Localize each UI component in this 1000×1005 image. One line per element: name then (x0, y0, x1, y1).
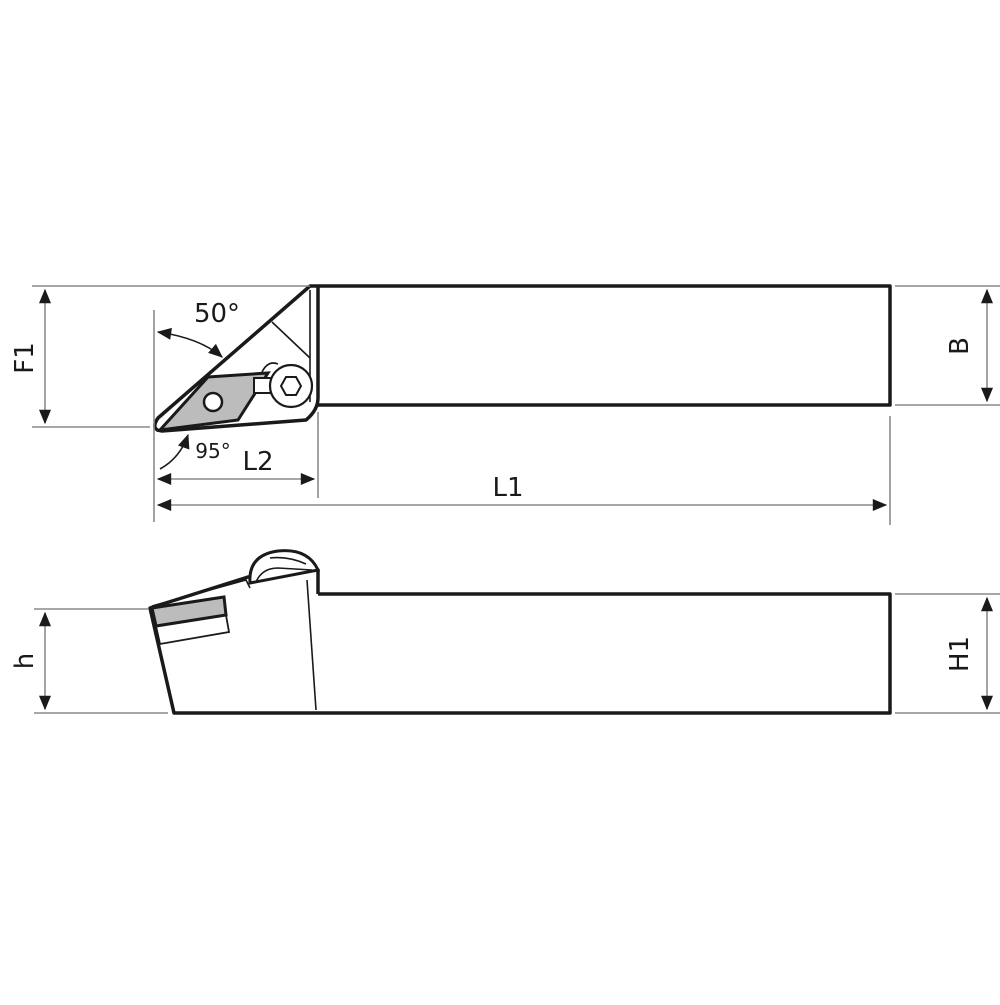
label-h: h (10, 653, 40, 669)
dimension-b: B (895, 285, 1000, 406)
dimension-f1: F1 (10, 285, 310, 428)
shank-side-outline (148, 568, 892, 715)
dimension-h1: H1 (895, 593, 1000, 714)
shank-top-outline (318, 284, 892, 407)
side-view: h H1 (10, 549, 1000, 715)
label-l2: L2 (242, 447, 273, 477)
label-50-degrees: 50° (194, 299, 240, 329)
insert-hole (202, 391, 224, 413)
angle-50: 50° (153, 299, 240, 522)
angle-95: 95° (159, 433, 231, 470)
label-f1: F1 (10, 342, 40, 374)
label-b: B (945, 337, 975, 355)
dimension-h: h (10, 608, 168, 714)
hex-socket-icon (279, 376, 303, 396)
clamp-dome (248, 549, 321, 585)
label-95-degrees: 95° (195, 439, 230, 463)
label-h1: H1 (945, 636, 975, 672)
label-l1: L1 (492, 473, 523, 503)
dimension-l2: L2 (156, 412, 319, 498)
top-view: F1 B 50° 95° L2 L1 (10, 284, 1000, 525)
dimension-l1: L1 (156, 416, 891, 525)
